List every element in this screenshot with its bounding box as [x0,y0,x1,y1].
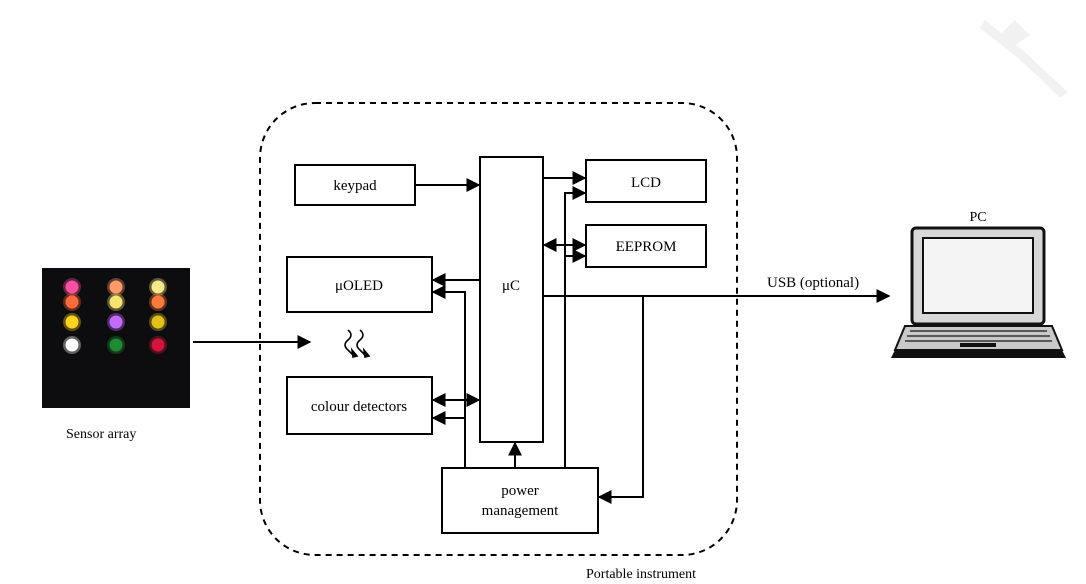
colour-detectors-block: colour detectors [286,376,433,435]
sensor-dot [151,280,165,294]
connections [193,171,891,504]
power-to-uoled-line [431,285,466,468]
svg-text:power: power [501,483,539,499]
svg-text:LCD: LCD [631,175,661,191]
microcontroller-block: μC [479,156,544,443]
power-to-lcd-line [564,186,587,468]
svg-text:μOLED: μOLED [335,278,383,294]
sensor-array-image [42,268,190,408]
svg-text:colour detectors: colour detectors [311,399,407,415]
sensor-dot [151,295,165,309]
svg-text:μC: μC [502,278,520,294]
usb-label: USB (optional) [767,275,859,291]
pc-label: PC [969,210,986,225]
power-management-block: power management [441,467,599,534]
sensor-dot [109,338,123,352]
sensor-dot [109,280,123,294]
sensor-dot [109,295,123,309]
sensor-dots [63,278,167,354]
watermark-logo [980,20,1068,98]
sensor-dot [65,338,79,352]
instrument-label: Portable instrument [586,567,696,582]
sensor-dot [151,338,165,352]
sensor-dot [65,295,79,309]
svg-text:management: management [482,503,559,519]
light-waves-icon [344,329,371,358]
keypad-block: keypad [294,164,416,206]
sensor-dot [65,280,79,294]
usb-to-power-line [597,296,644,504]
laptop-icon [891,226,1066,358]
svg-text:EEPROM: EEPROM [616,239,677,255]
sensor-dot [65,315,79,329]
lcd-block: LCD [585,159,707,203]
sensor-dot [151,315,165,329]
eeprom-block: EEPROM [585,224,707,268]
sensor-dot [109,315,123,329]
uoled-block: μOLED [286,256,433,313]
sensor-array-label: Sensor array [66,427,136,442]
svg-text:keypad: keypad [333,178,377,194]
